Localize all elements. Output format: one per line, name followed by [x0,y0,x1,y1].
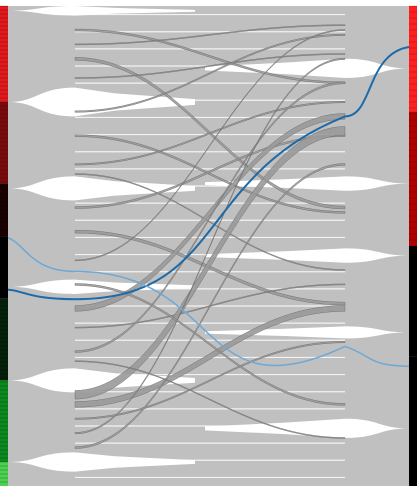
right-gap [205,176,409,191]
right-gap [205,418,409,438]
connection-ribbon [74,126,346,400]
highlight-path [0,45,417,301]
band-background [8,6,409,486]
left-gap [8,176,195,201]
connection-layer [74,24,346,449]
left-axis-segment [0,102,8,184]
right-gap [205,58,409,78]
right-gap [205,326,409,339]
connection-ribbon [74,134,346,214]
axis-layer [0,5,417,486]
right-axis-segment [409,356,417,486]
left-gap [8,368,195,393]
left-axis-segment [0,236,8,299]
right-gap [205,248,409,263]
right-axis-segment [409,6,417,112]
left-axis-segment [0,183,8,237]
connection-ribbon [74,101,346,166]
connection-ribbon [74,24,346,46]
connection-ribbon [74,33,346,113]
connection-ribbon [74,360,346,439]
left-axis-segment [0,298,8,381]
connection-ribbon [74,57,346,435]
highlight-layer [0,45,417,368]
highlight-path [0,235,417,368]
connection-ribbon [74,305,346,408]
connection-ribbon [74,341,346,420]
left-axis-segment [0,6,8,102]
left-gap [8,452,195,472]
connection-ribbon [74,134,346,209]
connection-ribbon [74,163,346,449]
right-axis-segment [409,246,417,357]
left-gap [8,87,195,117]
band-layer [8,6,409,486]
connection-ribbon [74,283,346,406]
connection-ribbon [74,113,346,312]
left-axis-segment [0,462,8,486]
right-axis-segment [409,111,417,246]
connection-ribbon [74,53,346,79]
connection-ribbon [74,29,346,262]
left-gap [8,6,195,16]
left-axis-segment [0,380,8,462]
connection-ribbon [74,81,346,353]
